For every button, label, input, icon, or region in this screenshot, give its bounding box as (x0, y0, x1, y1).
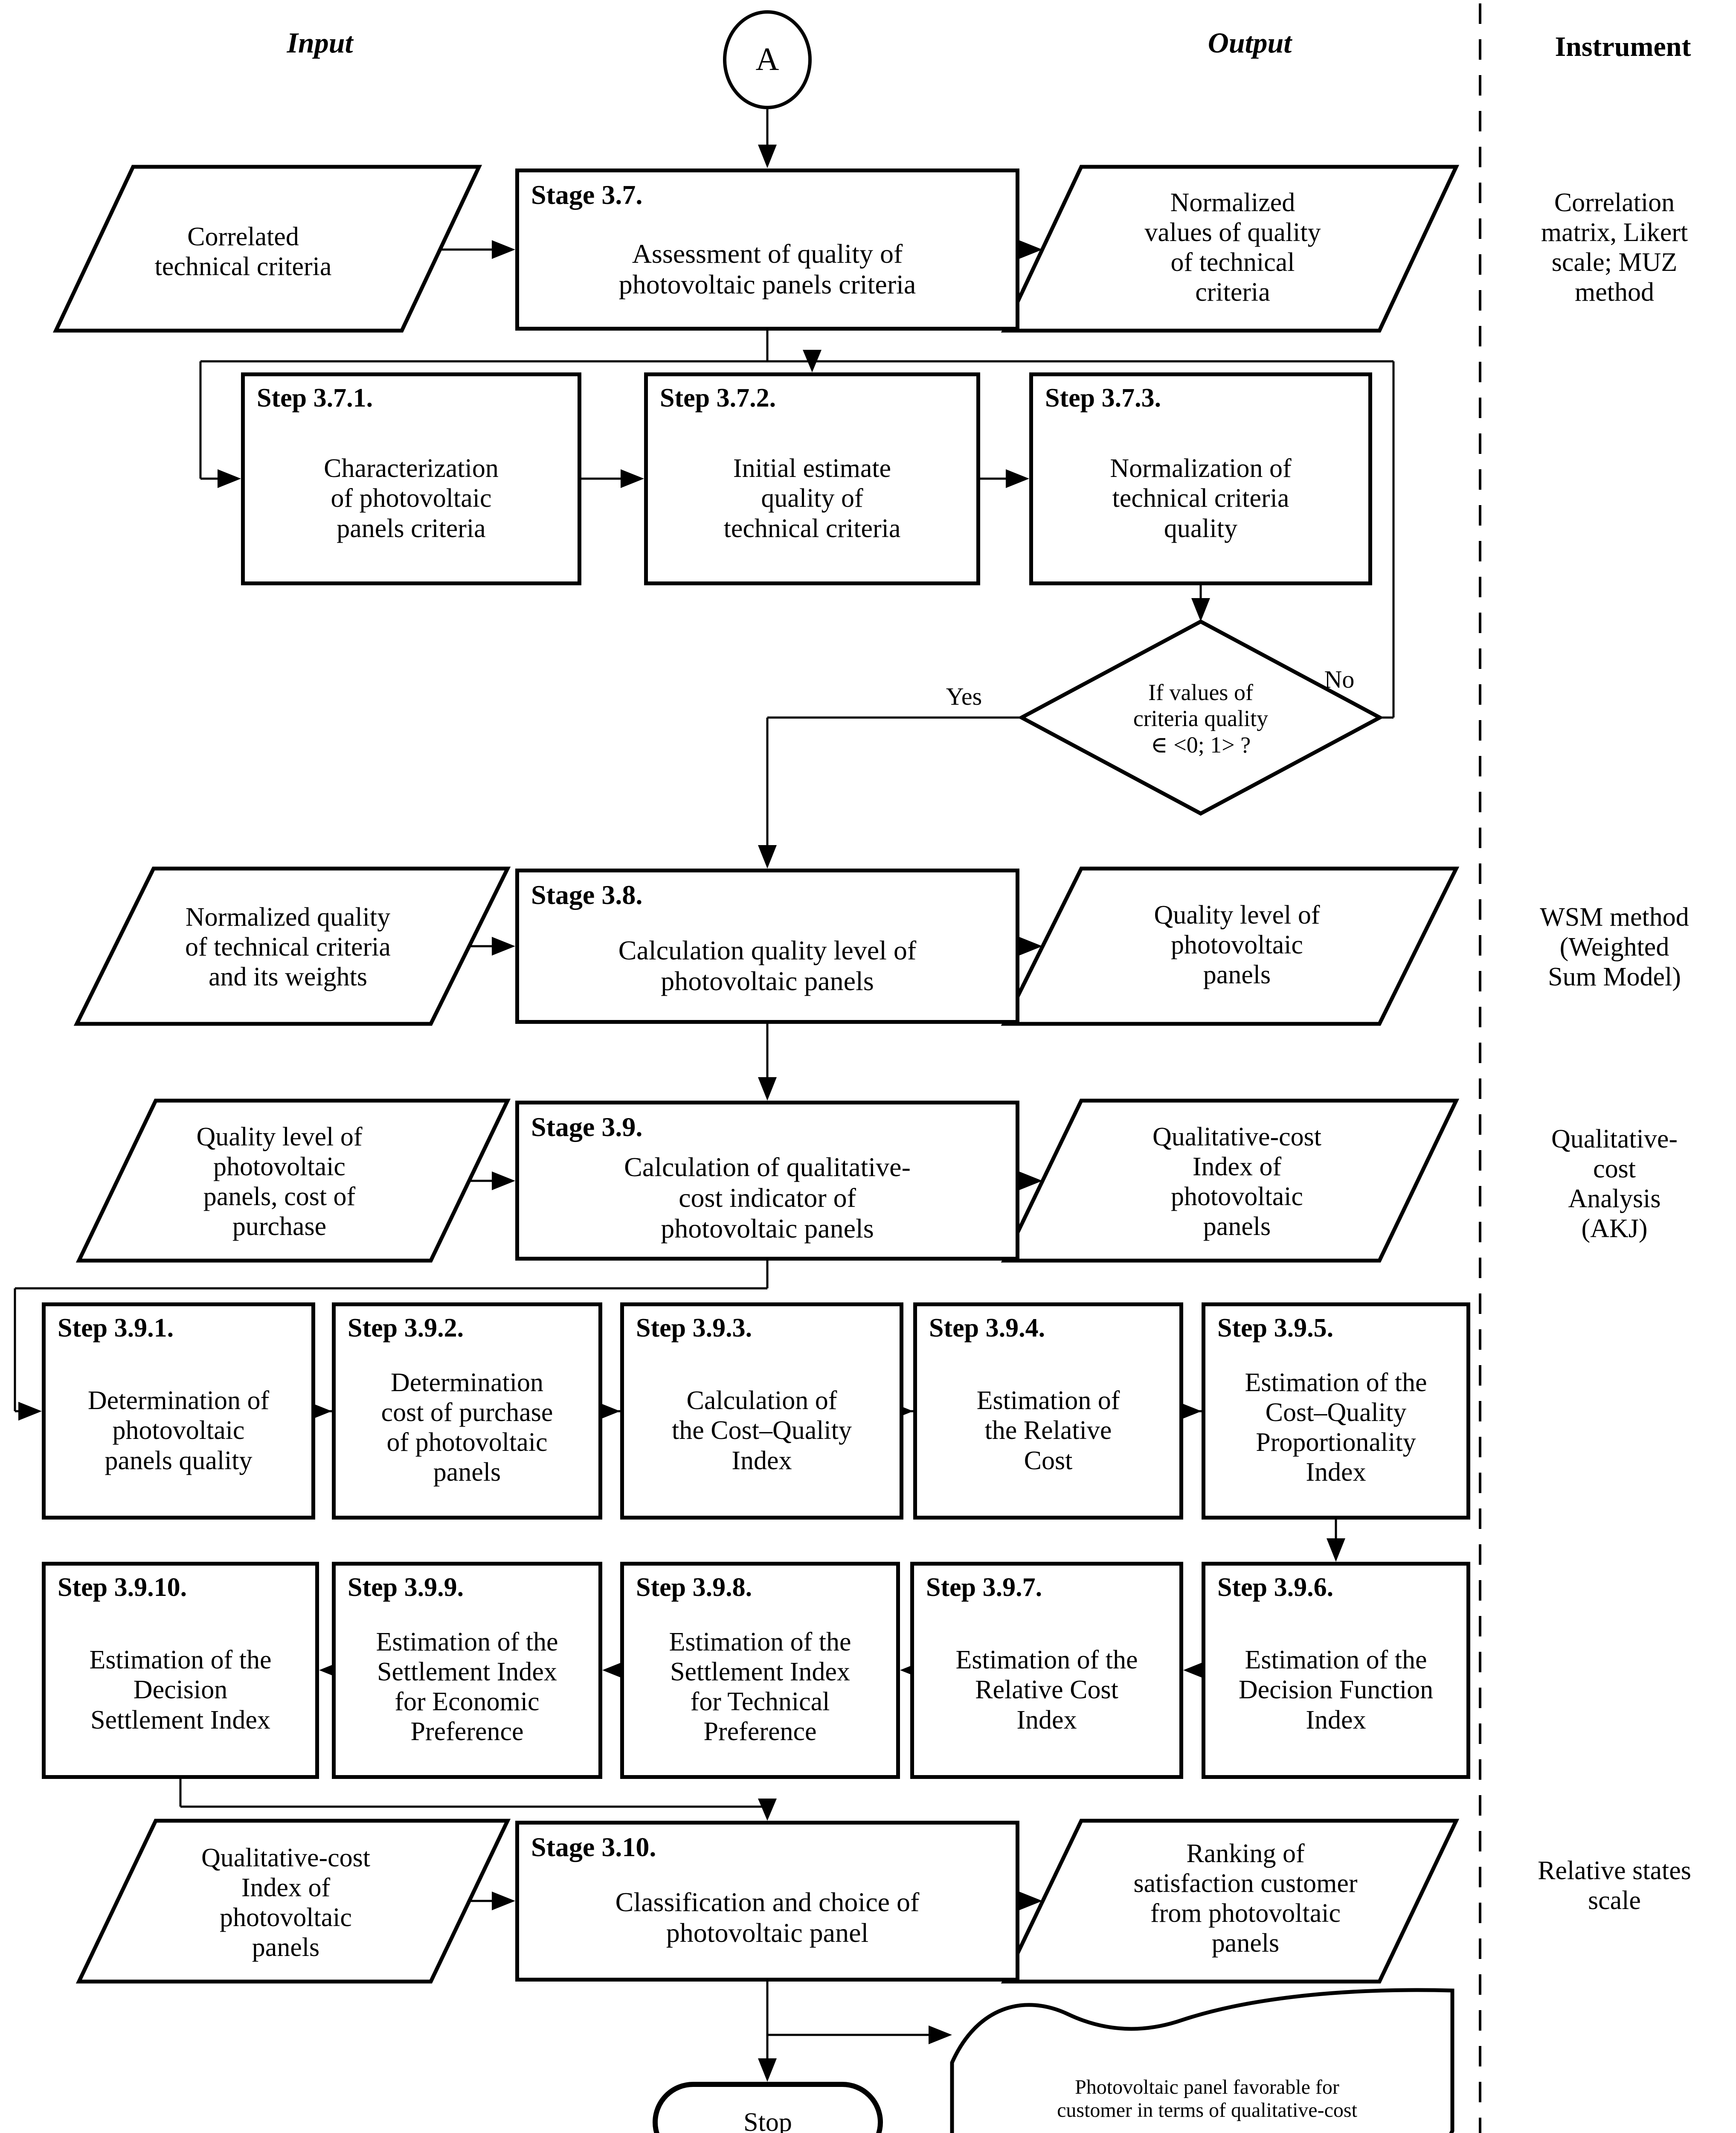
io-quality-cost (75, 1098, 511, 1263)
stage-3-10-box: Stage 3.10. Classification and choice of… (515, 1821, 1019, 1982)
step-3-9-2-box: Step 3.9.2. Determination cost of purcha… (332, 1302, 602, 1520)
stage-3-8-box: Stage 3.8. Calculation quality level of … (515, 869, 1019, 1024)
step-3-7-2-body: Initial estimate quality of technical cr… (723, 454, 901, 543)
step-3-9-9-body: Estimation of the Settlement Index for E… (376, 1627, 558, 1747)
step-3-9-7-body: Estimation of the Relative Cost Index (955, 1645, 1138, 1735)
io-ranking-label: Ranking of satisfaction customer from ph… (1133, 1839, 1358, 1958)
step-3-9-10-box: Step 3.9.10. Estimation of the Decision … (42, 1562, 319, 1779)
io-normalized-values (1001, 165, 1460, 333)
document-shape (950, 1988, 1454, 2133)
step-3-9-8-box: Step 3.9.8. Estimation of the Settlement… (620, 1562, 900, 1779)
step-3-7-2-title: Step 3.7.2. (660, 384, 776, 413)
input-column-label: Input (287, 26, 353, 59)
step-3-9-2-body: Determination cost of purchase of photov… (381, 1368, 553, 1487)
step-3-9-4-box: Step 3.9.4. Estimation of the Relative C… (913, 1302, 1183, 1520)
step-3-9-10-title: Step 3.9.10. (58, 1573, 187, 1602)
stage-3-7-title: Stage 3.7. (531, 180, 643, 210)
step-3-9-9-title: Step 3.9.9. (348, 1573, 464, 1602)
stage-3-8-body: Calculation quality level of photovoltai… (618, 935, 917, 996)
stage-3-7-box: Stage 3.7. Assessment of quality of phot… (515, 169, 1019, 331)
document-label: Photovoltaic panel favorable for custome… (1057, 2075, 1357, 2121)
yes-label: Yes (946, 683, 982, 711)
io-quality-level-label: Quality level of photovoltaic panels (1154, 900, 1320, 990)
io-ranking (1001, 1819, 1460, 1984)
stage-3-9-title: Stage 3.9. (531, 1112, 643, 1142)
io-qc-index (1001, 1098, 1460, 1263)
step-3-9-7-title: Step 3.9.7. (926, 1573, 1042, 1602)
output-column-label: Output (1208, 26, 1292, 59)
io-qc-index-label: Qualitative-cost Index of photovoltaic p… (1152, 1122, 1321, 1241)
decision-diamond (1017, 619, 1384, 816)
io-correlated-criteria-label: Correlated technical criteria (154, 222, 332, 281)
io-normalized-values-label: Normalized values of quality of technica… (1144, 188, 1321, 307)
step-3-9-5-box: Step 3.9.5. Estimation of the Cost–Quali… (1202, 1302, 1470, 1520)
stage-3-8-title: Stage 3.8. (531, 880, 643, 910)
step-3-9-3-box: Step 3.9.3. Calculation of the Cost–Qual… (620, 1302, 903, 1520)
step-3-9-8-body: Estimation of the Settlement Index for T… (669, 1627, 851, 1747)
step-3-9-3-body: Calculation of the Cost–Quality Index (672, 1386, 852, 1475)
instrument-akj: Qualitative- cost Analysis (AKJ) (1551, 1124, 1678, 1244)
step-3-7-1-title: Step 3.7.1. (257, 384, 373, 413)
decision-label: If values of criteria quality ∈ <0; 1> ? (1133, 680, 1269, 758)
io-quality-level (1001, 866, 1460, 1026)
step-3-9-7-box: Step 3.9.7. Estimation of the Relative C… (910, 1562, 1183, 1779)
step-3-7-3-box: Step 3.7.3. Normalization of technical c… (1029, 372, 1372, 585)
step-3-9-6-title: Step 3.9.6. (1217, 1573, 1334, 1602)
connector-a-label: A (755, 41, 779, 78)
step-3-7-1-body: Characterization of photovoltaic panels … (324, 454, 499, 543)
instrument-correlation: Correlation matrix, Likert scale; MUZ me… (1541, 188, 1688, 307)
step-3-9-8-title: Step 3.9.8. (636, 1573, 752, 1602)
step-3-9-4-body: Estimation of the Relative Cost (976, 1386, 1120, 1475)
io-qc-index-2 (75, 1819, 511, 1984)
instrument-column-label: Instrument (1555, 31, 1691, 62)
step-3-9-2-title: Step 3.9.2. (348, 1314, 464, 1343)
stage-3-7-body: Assessment of quality of photovoltaic pa… (618, 238, 916, 299)
step-3-9-5-title: Step 3.9.5. (1217, 1314, 1334, 1343)
step-3-9-5-body: Estimation of the Cost–Quality Proportio… (1245, 1368, 1427, 1487)
step-3-7-3-title: Step 3.7.3. (1045, 384, 1161, 413)
connector-circle (723, 10, 812, 109)
step-3-7-3-body: Normalization of technical criteria qual… (1110, 454, 1292, 543)
step-3-9-10-body: Estimation of the Decision Settlement In… (89, 1645, 272, 1735)
io-quality-cost-label: Quality level of photovoltaic panels, co… (196, 1122, 363, 1241)
stage-3-9-box: Stage 3.9. Calculation of qualitative- c… (515, 1101, 1019, 1261)
io-qc-index-2-label: Qualitative-cost Index of photovoltaic p… (201, 1843, 370, 1962)
step-3-9-6-body: Estimation of the Decision Function Inde… (1238, 1645, 1434, 1735)
io-normalized-quality (73, 866, 511, 1026)
io-normalized-quality-label: Normalized quality of technical criteria… (185, 902, 391, 992)
stage-3-10-title: Stage 3.10. (531, 1832, 656, 1862)
step-3-9-4-title: Step 3.9.4. (929, 1314, 1045, 1343)
stage-3-9-body: Calculation of qualitative- cost indicat… (624, 1151, 911, 1244)
step-3-9-3-title: Step 3.9.3. (636, 1314, 752, 1343)
step-3-7-2-box: Step 3.7.2. Initial estimate quality of … (644, 372, 980, 585)
no-label: No (1324, 665, 1355, 694)
step-3-7-1-box: Step 3.7.1. Characterization of photovol… (241, 372, 581, 585)
step-3-9-1-box: Step 3.9.1. Determination of photovoltai… (42, 1302, 315, 1520)
step-3-9-9-box: Step 3.9.9. Estimation of the Settlement… (332, 1562, 602, 1779)
step-3-9-6-box: Step 3.9.6. Estimation of the Decision F… (1202, 1562, 1470, 1779)
instrument-relative-states: Relative states scale (1538, 1856, 1691, 1915)
stage-3-10-body: Classification and choice of photovoltai… (615, 1886, 920, 1948)
step-3-9-1-title: Step 3.9.1. (58, 1314, 174, 1343)
stop-label: Stop (743, 2107, 792, 2133)
io-correlated-criteria (52, 165, 482, 333)
stop-terminator: Stop (653, 2082, 883, 2133)
instrument-wsm: WSM method (Weighted Sum Model) (1540, 902, 1689, 992)
step-3-9-1-body: Determination of photovoltaic panels qua… (87, 1386, 270, 1475)
